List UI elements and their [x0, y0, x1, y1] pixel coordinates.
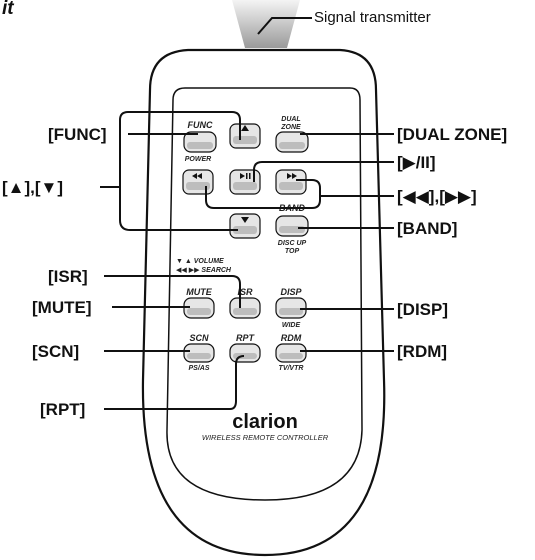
power-label: POWER [185, 156, 211, 163]
fast-forward-button[interactable] [275, 169, 307, 195]
band-sub-1: DISC UP [278, 240, 307, 247]
isr-button[interactable] [229, 297, 261, 319]
dual-zone-label-1: DUAL [281, 116, 300, 123]
play-pause-callout: [▶/II] [397, 153, 436, 172]
rdm-label: RDM [281, 333, 302, 343]
dual-zone-button[interactable] [275, 131, 309, 153]
dual-zone-callout: [DUAL ZONE] [397, 125, 507, 144]
header-title: it [2, 0, 14, 19]
up-button[interactable] [229, 123, 261, 149]
rpt-callout: [RPT] [40, 400, 85, 419]
isr-label: ISR [237, 287, 253, 297]
rdm-callout: [RDM] [397, 342, 447, 361]
rew-ff-leader-rew [205, 186, 321, 209]
scn-button[interactable] [183, 343, 215, 363]
scn-label: SCN [189, 333, 209, 343]
play-pause-leader [253, 161, 394, 182]
brand-subtitle: WIRELESS REMOTE CONTROLLER [202, 433, 329, 442]
signal-transmitter-label: Signal transmitter [314, 9, 431, 26]
rew-ff-leader-ff [296, 179, 394, 197]
search-legend: ◀◀ ▶▶ SEARCH [176, 267, 232, 274]
func-button-label: FUNC [188, 120, 213, 130]
band-sub-2: TOP [285, 248, 300, 255]
mute-callout: [MUTE] [32, 298, 91, 317]
band-callout: [BAND] [397, 219, 457, 238]
dual-zone-label-2: ZONE [280, 124, 301, 131]
volume-legend: ▼ ▲ VOLUME [176, 258, 224, 265]
rdm-button[interactable] [275, 343, 307, 363]
rew-ff-callout: [◀◀],[▶▶] [397, 187, 477, 206]
rpt-label: RPT [236, 333, 256, 343]
down-leader [119, 187, 238, 231]
play-pause-button[interactable] [229, 169, 261, 195]
disp-label: DISP [280, 287, 302, 297]
remote-panel [166, 87, 363, 501]
isr-leader [104, 275, 241, 308]
disp-callout: [DISP] [397, 300, 448, 319]
rpt-leader [104, 355, 245, 410]
rewind-button[interactable] [182, 169, 214, 195]
rdm-sub: TV/VTR [279, 365, 304, 372]
brand-logo: clarion [232, 411, 298, 433]
disp-button[interactable] [275, 297, 307, 319]
mute-button[interactable] [183, 297, 215, 319]
scn-callout: [SCN] [32, 342, 79, 361]
func-callout: [FUNC] [48, 125, 107, 144]
signal-transmitter-leader [257, 17, 312, 35]
mute-label: MUTE [186, 287, 212, 297]
disp-sub: WIDE [282, 322, 301, 329]
up-leader [100, 111, 241, 188]
isr-callout: [ISR] [48, 267, 88, 286]
scn-sub: PS/AS [188, 365, 209, 372]
func-button[interactable] [183, 131, 217, 153]
band-button[interactable] [275, 215, 309, 237]
down-button[interactable] [229, 213, 261, 239]
rpt-button[interactable] [229, 343, 261, 363]
up-down-callout: [▲],[▼] [2, 178, 63, 197]
